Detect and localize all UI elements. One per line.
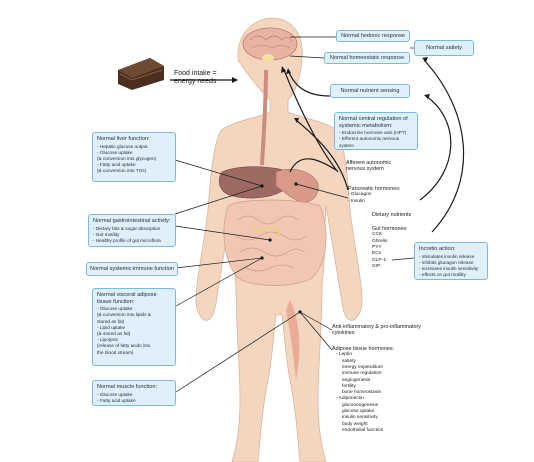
box-central-item: - Endocrine hormone axis (HPT) bbox=[339, 130, 407, 136]
box-muscle: Normal muscle function: - Glucose uptake… bbox=[92, 380, 176, 406]
label-adipose-hormone-item: endothelial function bbox=[342, 427, 384, 433]
box-incretin-item: - increases insulin sensitivity bbox=[419, 266, 479, 271]
label-adipose-hormone-item: immune regulation bbox=[342, 371, 382, 377]
label-adipose-hormone-item: - Adiponectin bbox=[336, 396, 364, 402]
label-gut-item: PYY bbox=[372, 245, 382, 250]
box-liver-item: (& conversion into TGs) bbox=[97, 168, 147, 174]
box-incretin-item: - stimulates insulin release bbox=[419, 253, 475, 259]
box-gi-item: - Healthy profile of gut microflora bbox=[93, 238, 161, 243]
box-incretin-item: - effects on gut motility bbox=[419, 272, 466, 278]
box-incretin: Incretin action: - stimulates insulin re… bbox=[414, 242, 488, 280]
box-central-title: Normal central regulation of systemic me… bbox=[339, 116, 408, 129]
box-muscle-item: - Fatty acid uptake bbox=[97, 397, 136, 403]
chocolate-cake-image bbox=[118, 58, 164, 90]
box-adipose-item: - Lipid uptake bbox=[97, 324, 126, 330]
box-incretin-item: - inhibits glucagon release bbox=[419, 259, 474, 265]
box-liver: Normal liver function: - Hepatic glucose… bbox=[92, 132, 176, 182]
box-liver-item: - Fatty acid uptake bbox=[97, 162, 136, 168]
label-adipose-hormone-item: angiogenesis bbox=[342, 377, 371, 383]
label-gut-hormones: Gut hormones: CCK Ghrelin PYY ECs GLP-1 … bbox=[372, 226, 416, 270]
leg-muscle bbox=[286, 300, 300, 380]
box-homeostatic-text: Normal homeostatic response bbox=[329, 55, 405, 61]
label-gut-item: GIP bbox=[372, 263, 381, 269]
liver bbox=[218, 166, 291, 199]
box-central-item: - Efferent autonomic nervous system bbox=[339, 136, 400, 148]
label-pancreatic-item: - Insulin bbox=[348, 198, 365, 204]
label-adipose-hormones-title: Adipose tissue hormones: bbox=[332, 346, 395, 352]
box-incretin-title: Incretin action: bbox=[419, 246, 456, 252]
box-satiety-text: Normal satiety bbox=[426, 45, 462, 51]
box-immune-text: Normal systemic immune function bbox=[90, 266, 174, 272]
box-hedonic: Normal hedonic response bbox=[336, 30, 410, 42]
label-adipose-hormone-item: energy expenditure bbox=[342, 365, 384, 370]
box-adipose-item: - Glucose uptake bbox=[97, 306, 133, 312]
box-adipose-item: stored as fat) bbox=[97, 318, 125, 324]
box-adipose-item: (release of fatty acids into bbox=[97, 343, 151, 349]
box-gi-item: - Gut motility bbox=[93, 231, 120, 237]
box-visceral-adipose: Normal visceral adipose tissue function:… bbox=[92, 288, 176, 366]
box-liver-title: Normal liver function: bbox=[97, 136, 150, 142]
label-adipose-hormone-item: gluconeogenesis bbox=[342, 402, 379, 408]
intestines bbox=[223, 199, 327, 286]
label-cytokines: Anti-inflammatory & pro-inflammatory cyt… bbox=[332, 324, 421, 337]
box-gi-item: - Dietary fats & sugar absorption bbox=[93, 225, 161, 231]
label-gut-item: Ghrelin bbox=[372, 238, 388, 244]
label-dietary-nutrients: Dietary nutrients bbox=[372, 212, 412, 218]
stomach bbox=[275, 169, 319, 203]
box-adipose-item: (& conversion into lipids & bbox=[97, 312, 151, 318]
food-intake-line1: Food intake = bbox=[174, 70, 217, 77]
label-afferent: Afferent autonomic nervous system bbox=[346, 160, 392, 173]
label-gut-item: CCK bbox=[372, 232, 383, 238]
label-gut-title: Gut hormones: bbox=[372, 226, 408, 232]
box-immune: Normal systemic immune function bbox=[86, 262, 178, 276]
food-intake-line2: energy needs bbox=[174, 78, 217, 85]
label-pancreatic-item: - Glucagon bbox=[348, 192, 372, 198]
label-adipose-hormone-item: fertility bbox=[342, 383, 356, 389]
label-adipose-hormone-item: body weight bbox=[342, 421, 368, 427]
box-adipose-title: Normal visceral adipose tissue function: bbox=[97, 292, 157, 305]
food-intake-label: Food intake = energy needs bbox=[174, 70, 217, 86]
box-central-regulation: Normal central regulation of systemic me… bbox=[334, 112, 418, 150]
box-nutrient-sensing: Normal nutrient sensing bbox=[330, 84, 410, 98]
label-adipose-hormone-item: glucose uptake bbox=[342, 409, 375, 415]
label-adipose-hormone-item: - Leptin bbox=[336, 352, 352, 358]
box-liver-item: - Glucose uptake bbox=[97, 149, 133, 155]
box-muscle-item: - Glucose uptake bbox=[97, 391, 133, 397]
label-adipose-hormones: Adipose tissue hormones: - Leptin satiet… bbox=[332, 346, 428, 434]
box-gastrointestinal: Normal gastrointestinal activity: - Diet… bbox=[88, 214, 176, 247]
label-adipose-hormone-item: insulin sensitivity bbox=[342, 415, 378, 421]
box-satiety: Normal satiety bbox=[414, 40, 474, 56]
label-gut-item: GLP-1 bbox=[372, 257, 386, 263]
label-adipose-hormone-item: bone homeostasis bbox=[342, 390, 381, 396]
box-liver-item: - Hepatic glucose output bbox=[97, 143, 148, 149]
box-hedonic-text: Normal hedonic response bbox=[341, 33, 405, 39]
label-adipose-hormone-item: satiety bbox=[342, 358, 356, 364]
box-liver-item: (& conversion into glycogen) bbox=[97, 156, 157, 161]
box-adipose-item: (& stored as fat) bbox=[97, 331, 131, 336]
box-adipose-item: the blood stream) bbox=[97, 349, 134, 355]
box-homeostatic: Normal homeostatic response bbox=[324, 52, 410, 64]
label-pancreatic: Pancreatic hormones: - Glucagon - Insuli… bbox=[348, 186, 408, 205]
label-pancreatic-title: Pancreatic hormones: bbox=[348, 186, 401, 192]
esophagus bbox=[260, 69, 268, 166]
box-muscle-title: Normal muscle function: bbox=[97, 384, 157, 390]
label-gut-item: ECs bbox=[372, 251, 382, 257]
box-nutrient-sensing-text: Normal nutrient sensing bbox=[340, 88, 400, 94]
box-gi-title: Normal gastrointestinal activity: bbox=[93, 218, 171, 224]
box-adipose-item: - Lipolysis bbox=[97, 337, 118, 343]
